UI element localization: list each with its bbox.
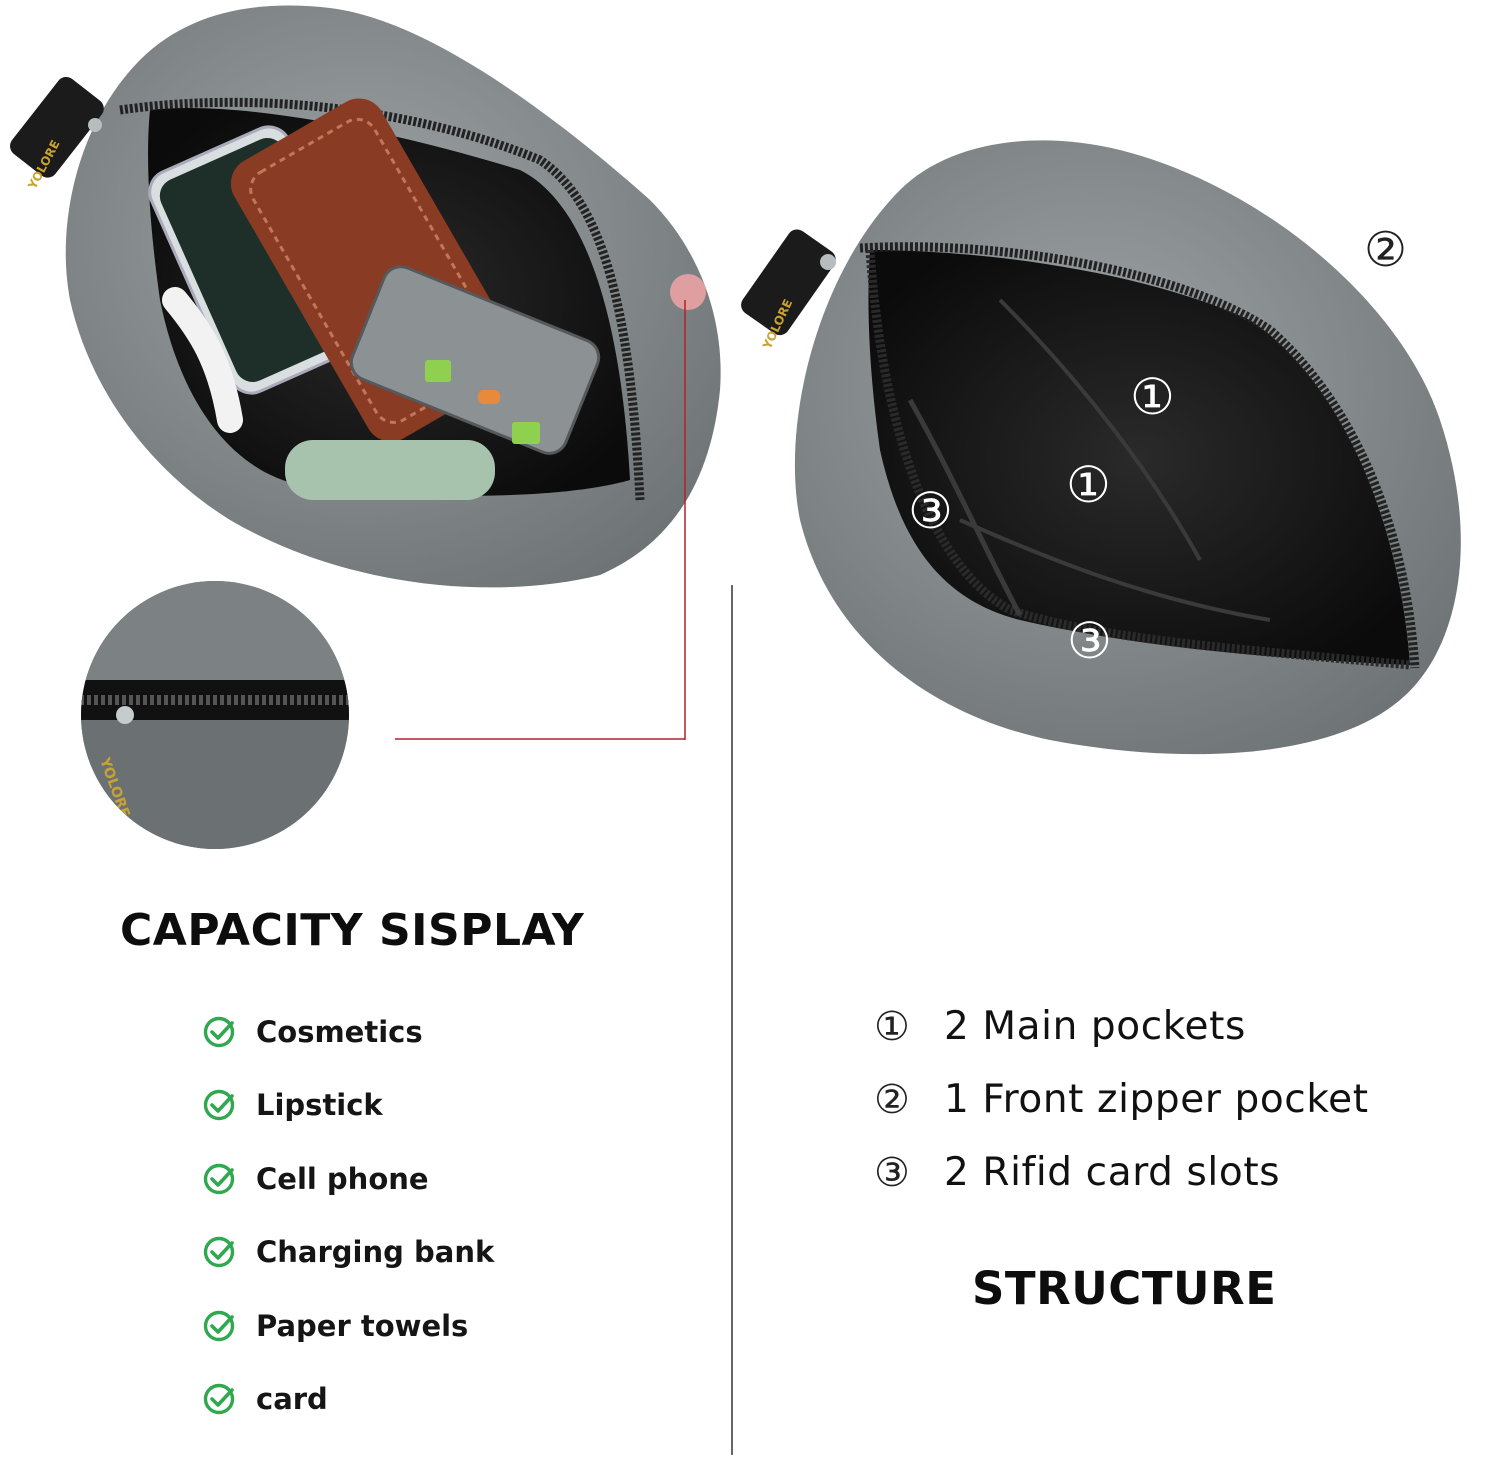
check-circle-icon xyxy=(203,1163,235,1194)
left-bag-open: YOLORE xyxy=(10,5,721,588)
structure-item: ① 2 Main pockets xyxy=(874,990,1369,1063)
structure-item: ③ 2 Rifid card slots xyxy=(874,1136,1369,1209)
structure-item-label: 1 Front zipper pocket xyxy=(944,1077,1369,1122)
check-circle-icon xyxy=(203,1310,235,1341)
zipper-detail-callout xyxy=(395,274,706,740)
capacity-item-label: Cell phone xyxy=(256,1161,429,1196)
capacity-item-label: card xyxy=(256,1382,328,1417)
capacity-list: Cosmetics Lipstick Cell phone Charging b… xyxy=(202,995,494,1436)
callout-card-slot-b: ③ xyxy=(1067,612,1112,670)
check-circle-icon xyxy=(203,1090,235,1121)
capacity-item: card xyxy=(202,1363,494,1437)
callout-main-pocket-b: ① xyxy=(1066,456,1111,514)
structure-item: ② 1 Front zipper pocket xyxy=(874,1063,1369,1136)
structure-title: STRUCTURE xyxy=(972,1262,1277,1315)
capacity-item: Paper towels xyxy=(202,1289,494,1363)
capacity-item-label: Charging bank xyxy=(256,1235,495,1270)
right-bag-open: YOLORE xyxy=(741,140,1461,755)
check-circle-icon xyxy=(203,1016,235,1047)
structure-item-number: ② xyxy=(874,1076,910,1123)
callout-card-slot-a: ③ xyxy=(908,482,953,540)
zipper-zoom-detail: YOLORE xyxy=(81,581,349,849)
capacity-item: Lipstick xyxy=(202,1069,494,1143)
structure-list: ① 2 Main pockets ② 1 Front zipper pocket… xyxy=(874,990,1369,1209)
structure-item-number: ③ xyxy=(874,1149,910,1196)
callout-front-pocket: ② xyxy=(1364,222,1408,278)
capacity-item: Charging bank xyxy=(202,1216,494,1290)
capacity-title: CAPACITY SISPLAY xyxy=(120,905,585,956)
capacity-item-label: Paper towels xyxy=(256,1308,469,1343)
capacity-item: Cosmetics xyxy=(202,995,494,1069)
capacity-item: Cell phone xyxy=(202,1142,494,1216)
structure-item-label: 2 Rifid card slots xyxy=(944,1150,1281,1195)
capacity-item-label: Cosmetics xyxy=(256,1014,423,1049)
capacity-item-label: Lipstick xyxy=(256,1088,383,1123)
check-circle-icon xyxy=(203,1384,235,1415)
structure-item-label: 2 Main pockets xyxy=(944,1004,1246,1049)
structure-item-number: ① xyxy=(874,1003,910,1050)
check-circle-icon xyxy=(203,1237,235,1268)
callout-main-pocket-a: ① xyxy=(1130,368,1175,426)
